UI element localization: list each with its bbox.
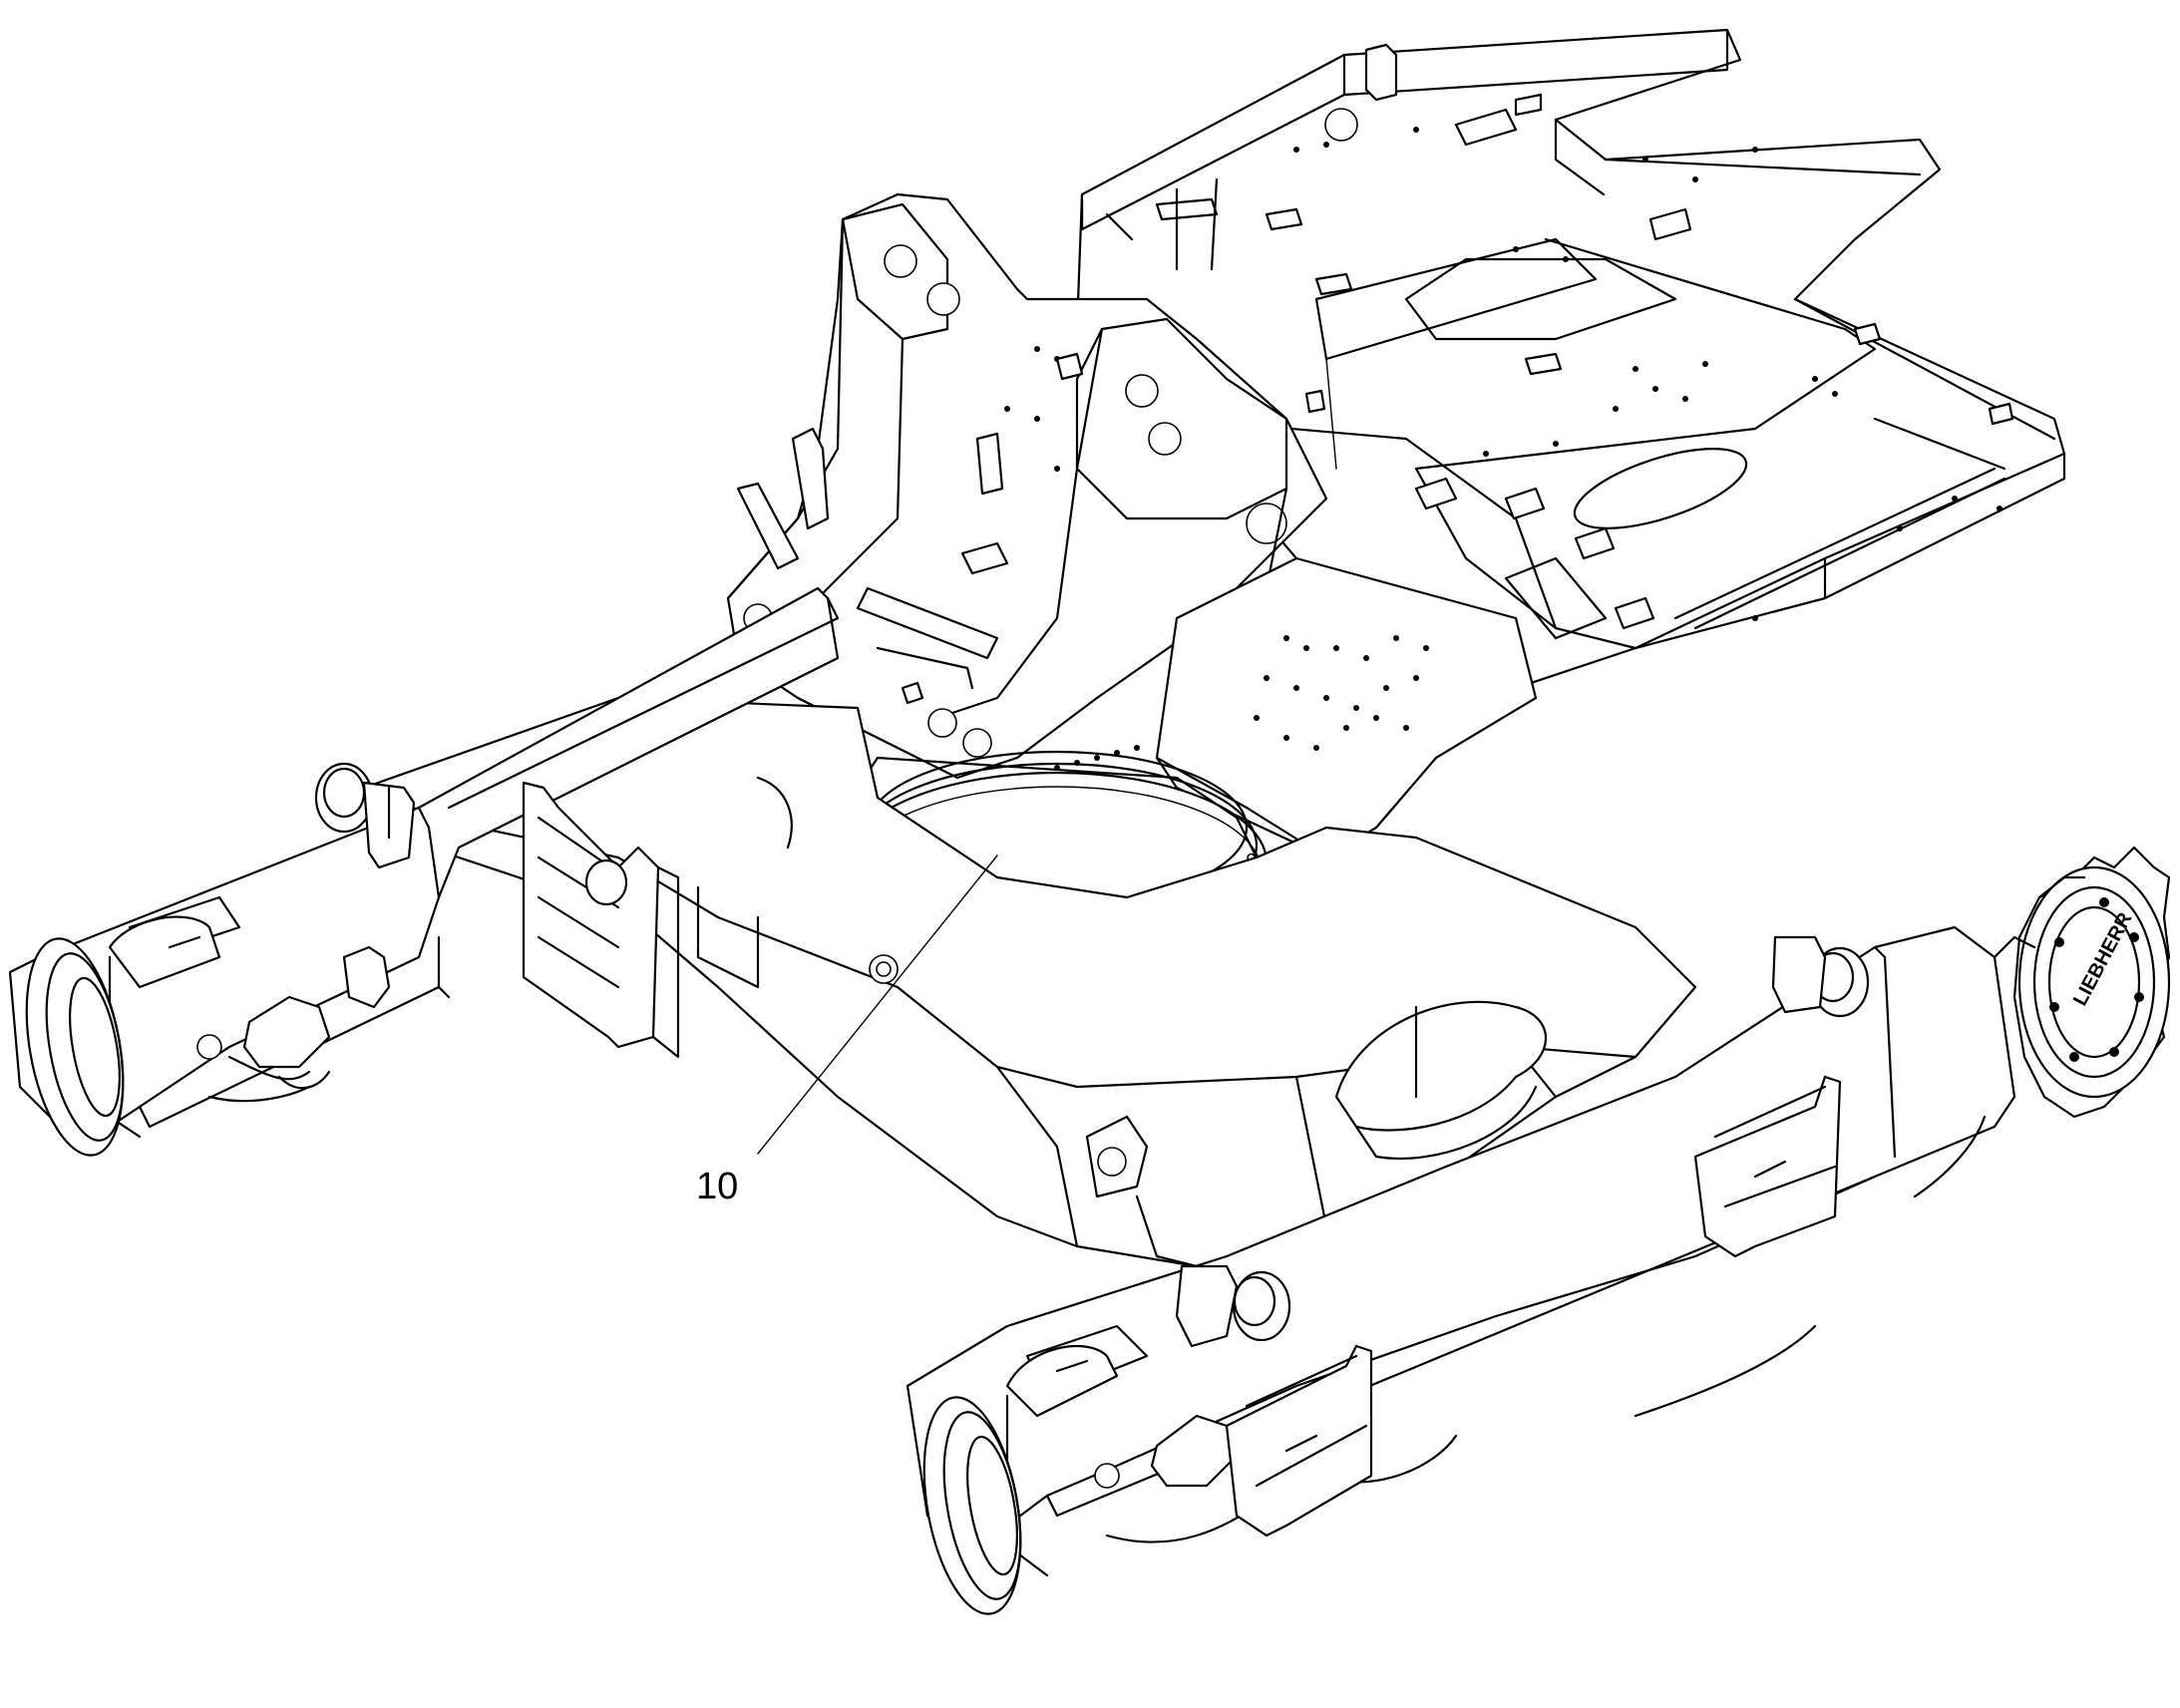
right-track-frame (906, 925, 2016, 1615)
rear-step-bracket (791, 427, 830, 530)
right-rear-carrier-roller (1771, 935, 1870, 1018)
callout-label: 10 (696, 1166, 738, 1207)
drive-sprocket: LIEBHERR (1993, 846, 2171, 1119)
left-rear-carrier-roller (314, 762, 416, 869)
rear-bracket (736, 482, 800, 570)
right-front-step (1225, 1344, 1373, 1537)
callout-10: 10 (696, 854, 998, 1207)
right-front-carrier-roller (1175, 1264, 1291, 1348)
callout-leader-line (757, 854, 998, 1155)
left-track-frame (8, 586, 840, 1157)
carbody (362, 696, 1697, 1268)
boom-foot (726, 192, 1538, 859)
right-rear-step (1693, 1075, 1842, 1258)
